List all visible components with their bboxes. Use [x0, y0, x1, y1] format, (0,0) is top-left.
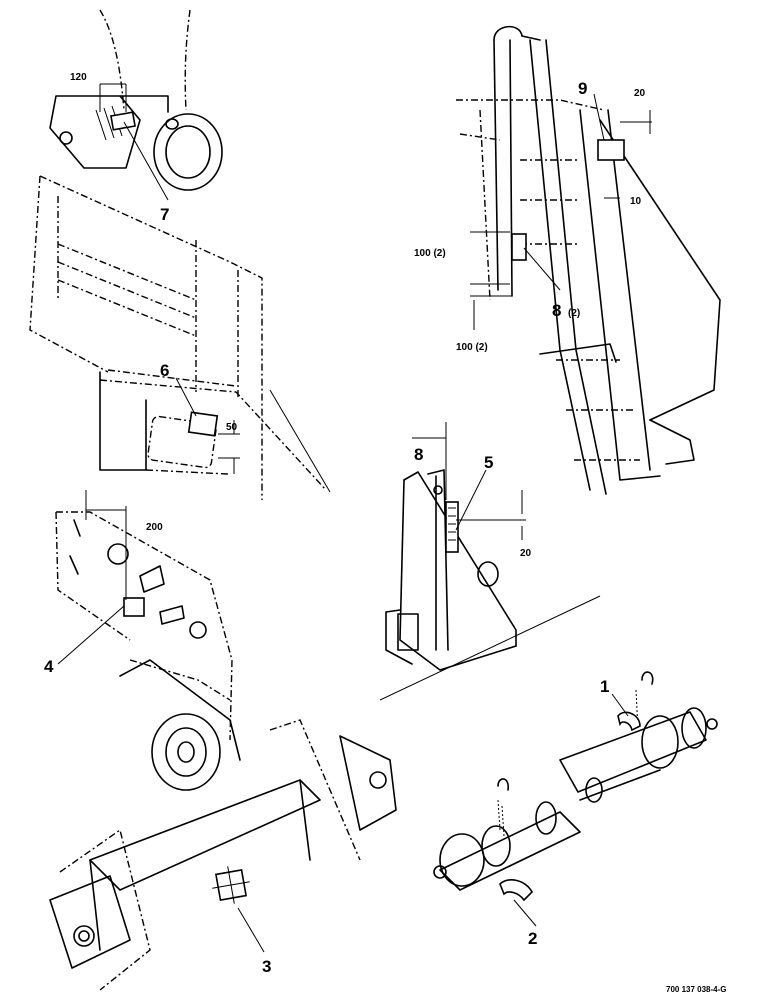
- leader-9: [593, 93, 605, 141]
- post-bracket-view: [379, 469, 601, 701]
- ladder-view: [456, 25, 721, 495]
- callout-3: 3: [262, 957, 271, 976]
- dim-200: 200: [146, 522, 163, 533]
- leader-8-ladder: [523, 247, 561, 291]
- dim-20-top: 20: [634, 88, 646, 99]
- callout-9: 9: [578, 79, 587, 98]
- callout-8-ladder: 8: [552, 301, 561, 320]
- callout-8-ladder-quantity: (2): [568, 308, 580, 319]
- wheel-frame-view: [55, 511, 241, 791]
- pto-driveline-view: [433, 671, 718, 902]
- callout-4: 4: [44, 657, 54, 676]
- leader-7: [123, 121, 169, 201]
- header-frame-view: [29, 175, 331, 500]
- dim-100-b: 100 (2): [456, 342, 488, 353]
- dim-120: 120: [70, 72, 87, 83]
- callout-2: 2: [528, 929, 537, 948]
- leader-6: [175, 377, 197, 417]
- callout-1: 1: [600, 677, 609, 696]
- dim-50: 50: [226, 422, 238, 433]
- callout-7: 7: [160, 205, 169, 224]
- dim-20-post: 20: [520, 548, 532, 559]
- leader-3: [237, 907, 265, 953]
- gearbox-hood-view: [49, 9, 223, 191]
- callout-6: 6: [160, 361, 169, 380]
- leader-2: [513, 899, 537, 927]
- callout-8-post: 8: [414, 445, 423, 464]
- axle-view: [49, 719, 397, 991]
- dim-100-a: 100 (2): [414, 248, 446, 259]
- leader-4: [57, 605, 125, 665]
- leader-5: [455, 469, 487, 531]
- dim-10: 10: [630, 196, 642, 207]
- drawing-reference-number: 700 137 038-4-G: [666, 985, 727, 994]
- callout-5: 5: [484, 453, 493, 472]
- leader-1: [611, 693, 629, 717]
